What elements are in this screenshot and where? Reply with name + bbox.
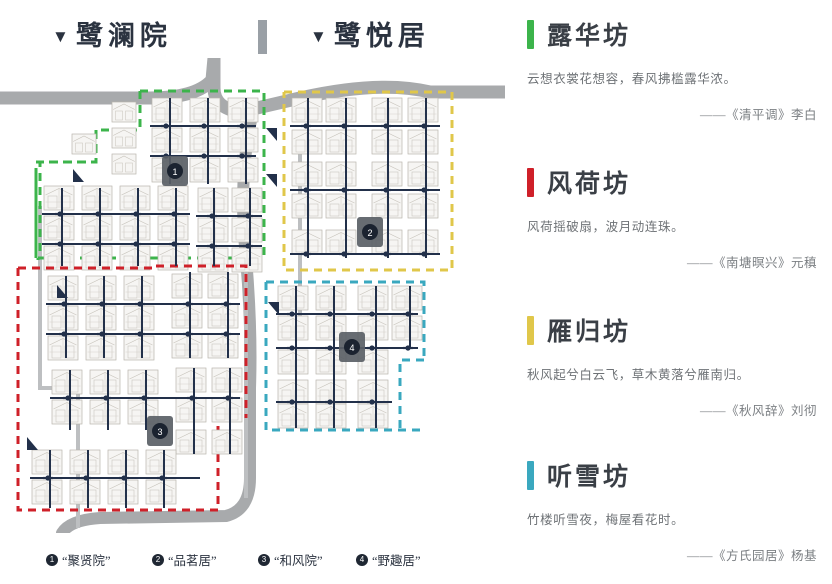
accent-bar-red — [527, 167, 534, 197]
accent-bar-teal — [527, 460, 534, 490]
entry-arrow-icons — [27, 128, 279, 450]
map-header: ▼ 鹭澜院 ▼ 鹭悦居 — [0, 14, 505, 60]
zone-boundary-feng-he-fang — [16, 264, 248, 512]
accent-bar-yellow — [527, 315, 534, 345]
legend-number-icon: 2 — [152, 553, 164, 566]
legend-label: “野趣居” — [372, 554, 421, 568]
legend-item-3[interactable]: 3 “和风院” — [258, 550, 323, 569]
poem-source: ——《清平调》李白 — [699, 108, 817, 122]
zone-boundary-yan-gui-fang — [282, 90, 454, 272]
legend-item-4[interactable]: 4 “野趣居” — [356, 550, 421, 569]
map-marker-4[interactable]: 4 — [339, 332, 365, 362]
poem-card-lu-hua-fang[interactable]: 露华坊 云想衣裳花想容，春风拂槛露华浓。 ——《清平调》李白 — [527, 16, 817, 123]
map-panel: ▼ 鹭澜院 ▼ 鹭悦居 — [0, 14, 505, 572]
site-plan-drawing[interactable]: 1 2 3 4 — [0, 58, 505, 533]
map-legend: 1 “聚贤院” 2 “品茗居” 3 “和风院” 4 “野趣居” — [0, 550, 505, 572]
map-marker-3[interactable]: 3 — [147, 416, 173, 446]
map-title-left: ▼ 鹭澜院 — [52, 14, 172, 53]
accent-bar-green — [527, 19, 534, 49]
legend-number-icon: 1 — [46, 553, 58, 566]
poem-title: 听雪坊 — [547, 464, 632, 491]
poem-card-feng-he-fang[interactable]: 风荷坊 风荷摇破扇，波月动连珠。 ——《南塘暝兴》元稹 — [527, 164, 817, 271]
poem-verse: 竹楼听雪夜，梅屋看花时。 — [527, 513, 685, 527]
poem-header: 雁归坊 — [527, 312, 817, 348]
svg-text:3: 3 — [157, 427, 162, 437]
legend-label: “品茗居” — [168, 554, 217, 568]
map-marker-1[interactable]: 1 — [162, 156, 188, 186]
legend-label: “聚贤院” — [62, 554, 111, 568]
poem-source: ——《秋风辞》刘彻 — [699, 404, 817, 418]
poem-verse: 风荷摇破扇，波月动连珠。 — [527, 220, 685, 234]
poem-card-ting-xue-fang[interactable]: 听雪坊 竹楼听雪夜，梅屋看花时。 ——《方氏园居》杨基 — [527, 457, 817, 564]
header-divider — [258, 20, 267, 54]
poem-title: 风荷坊 — [547, 171, 632, 198]
poem-source: ——《南塘暝兴》元稹 — [686, 256, 817, 270]
poem-header: 风荷坊 — [527, 164, 817, 200]
poem-card-yan-gui-fang[interactable]: 雁归坊 秋风起兮白云飞，草木黄落兮雁南归。 ——《秋风辞》刘彻 — [527, 312, 817, 419]
map-markers: 1 2 3 4 — [147, 156, 383, 446]
poem-verse: 云想衣裳花想容，春风拂槛露华浓。 — [527, 72, 737, 86]
zone-boundary-ting-xue-fang — [264, 280, 426, 432]
map-title-right: ▼ 鹭悦居 — [310, 14, 430, 53]
poem-source: ——《方氏园居》杨基 — [686, 549, 817, 563]
svg-text:2: 2 — [367, 228, 372, 238]
map-title-right-label: 鹭悦居 — [333, 21, 430, 51]
poem-panel: 露华坊 云想衣裳花想容，春风拂槛露华浓。 ——《清平调》李白 风荷坊 风荷摇破扇… — [505, 0, 832, 584]
legend-label: “和风院” — [274, 554, 323, 568]
svg-text:1: 1 — [172, 167, 177, 177]
legend-item-1[interactable]: 1 “聚贤院” — [46, 550, 111, 569]
poem-header: 露华坊 — [527, 16, 817, 52]
poem-title: 雁归坊 — [547, 319, 632, 346]
poem-header: 听雪坊 — [527, 457, 817, 493]
poem-verse: 秋风起兮白云飞，草木黄落兮雁南归。 — [527, 368, 750, 382]
svg-text:4: 4 — [349, 343, 354, 353]
triangle-down-icon: ▼ — [52, 27, 69, 46]
poem-title: 露华坊 — [547, 23, 632, 50]
legend-item-2[interactable]: 2 “品茗居” — [152, 550, 217, 569]
map-marker-2[interactable]: 2 — [357, 217, 383, 247]
map-title-left-label: 鹭澜院 — [75, 21, 172, 51]
legend-number-icon: 4 — [356, 553, 368, 566]
legend-number-icon: 3 — [258, 553, 270, 566]
triangle-down-icon: ▼ — [310, 27, 327, 46]
